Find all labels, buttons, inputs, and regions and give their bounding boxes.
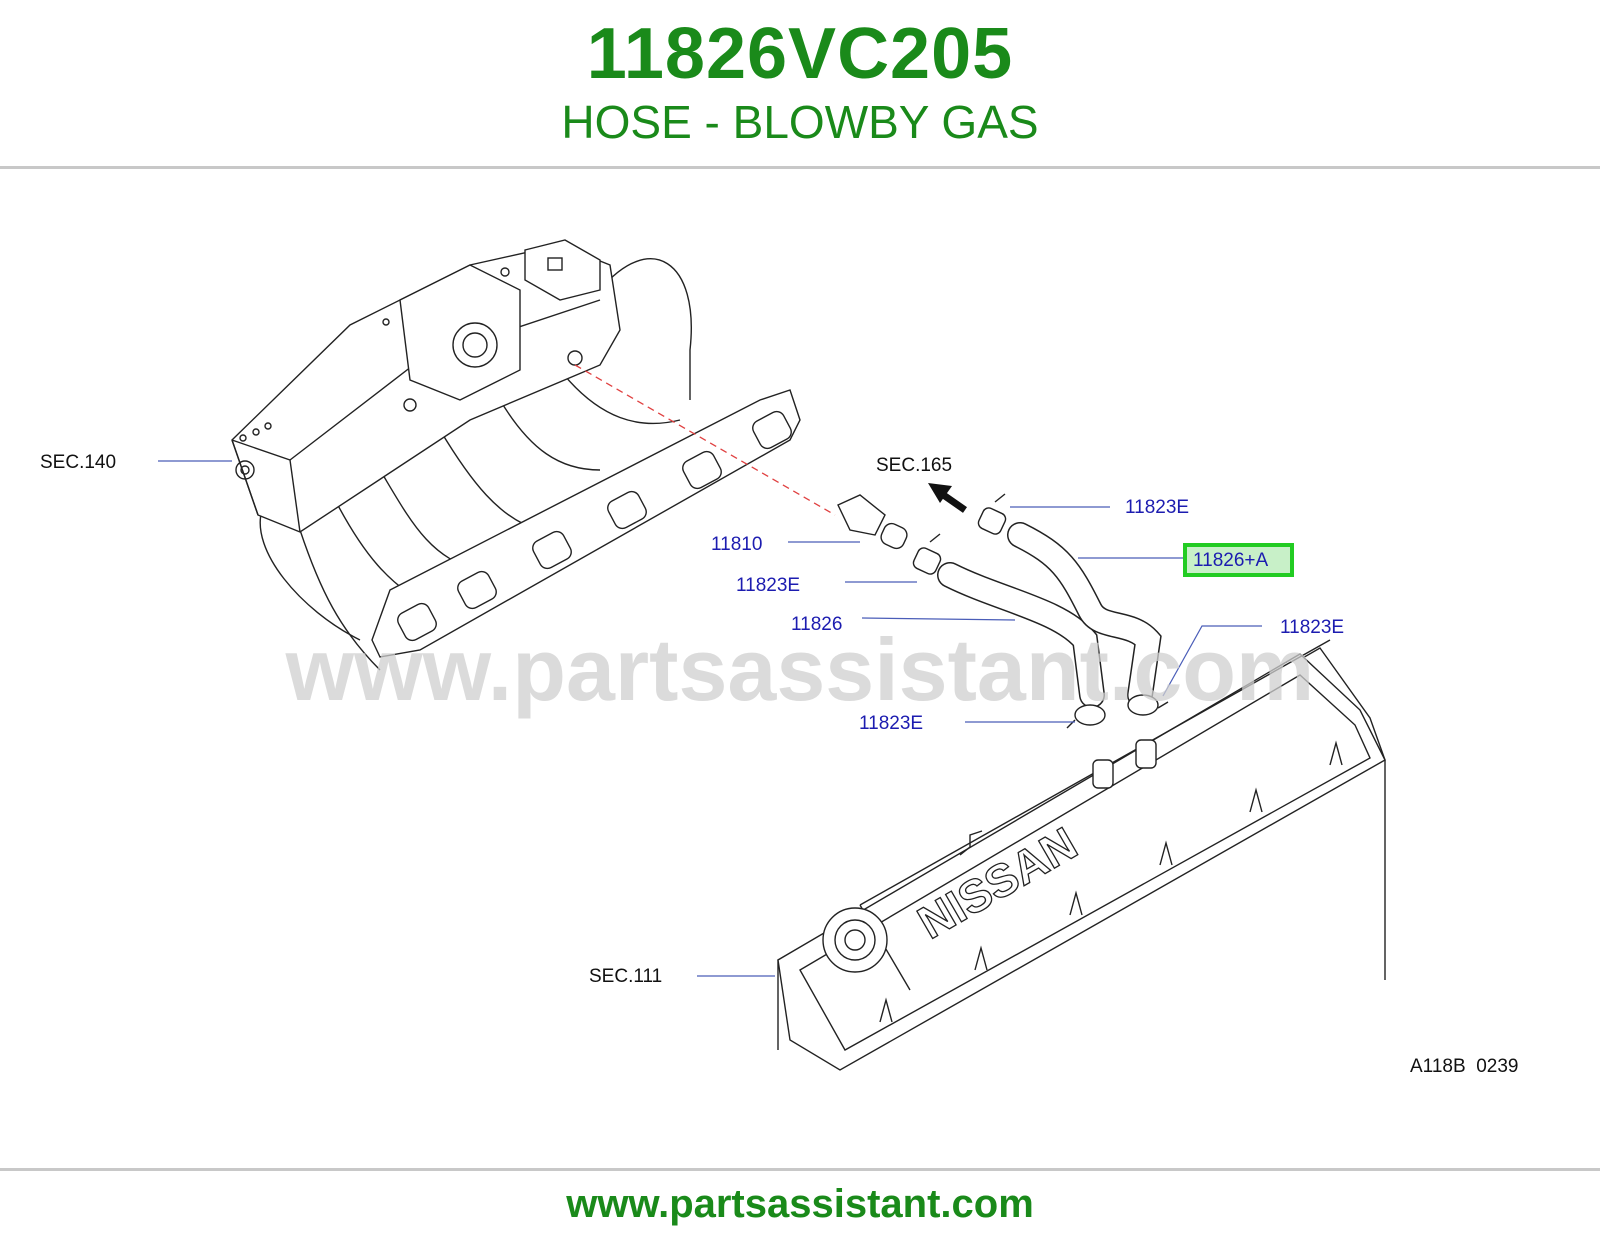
callout-hose[interactable]: 11826	[791, 614, 842, 635]
manifold-port-ring	[397, 410, 792, 642]
watermark-text: www.partsassistant.com	[285, 620, 1315, 719]
hose-upper-fill	[1008, 523, 1161, 707]
part-name-subtitle: HOSE - BLOWBY GAS	[561, 96, 1039, 148]
callout-clamp-left[interactable]: 11823E	[736, 575, 800, 596]
hose-lower-fill	[938, 563, 1104, 707]
callout-hose-highlight[interactable]: 11826+A	[1193, 550, 1269, 571]
intake-manifold-drawing	[231, 239, 801, 671]
illustration-code: A118B 0239	[1410, 1056, 1518, 1077]
page-header: 11826VC205 HOSE - BLOWBY GAS	[0, 0, 1600, 168]
clamp-bottom-right	[1127, 694, 1169, 716]
footer-website-link[interactable]: www.partsassistant.com	[566, 1182, 1034, 1226]
leader-clamp-right	[1162, 625, 1262, 697]
cover-nipples	[1092, 739, 1157, 789]
highlight-box	[1183, 543, 1294, 577]
direction-arrow-icon	[928, 483, 967, 513]
callout-sec-140[interactable]: SEC.140	[40, 452, 116, 473]
parts-diagram: NISSAN www.partsassist	[0, 170, 1600, 1166]
leader-hose	[861, 617, 1016, 621]
clamp-top	[977, 493, 1007, 535]
pcv-valve	[837, 494, 908, 550]
callout-sec-165[interactable]: SEC.165	[876, 455, 952, 476]
exploded-view-drawing: NISSAN www.partsassist	[40, 239, 1518, 1077]
footer-divider	[0, 1168, 1600, 1171]
callout-clamp-top[interactable]: 11823E	[1125, 497, 1189, 518]
callout-clamp-right[interactable]: 11823E	[1280, 617, 1344, 638]
header-divider	[0, 166, 1600, 169]
clamp-bottom-left	[1066, 704, 1106, 729]
callout-sec-111[interactable]: SEC.111	[589, 966, 662, 987]
part-number-title: 11826VC205	[586, 14, 1014, 94]
callout-valve[interactable]: 11810	[711, 534, 762, 555]
alignment-dashed-line	[574, 364, 836, 516]
clamp-left	[912, 533, 942, 575]
callout-clamp-bottom[interactable]: 11823E	[859, 713, 923, 734]
